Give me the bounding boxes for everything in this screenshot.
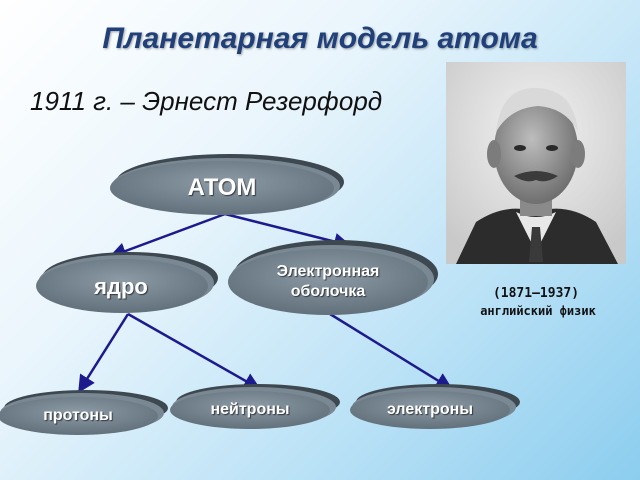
arrow-nucleus-to-protons (78, 313, 130, 393)
arrow-atom-to-nucleus (108, 212, 226, 260)
slide-subtitle: 1911 г. – Эрнест Резерфорд (30, 86, 383, 116)
arrow-shell-to-electrons (329, 312, 453, 390)
shell-node (228, 240, 438, 315)
nucleus-label: ядро (94, 274, 148, 299)
shell-label-line2: оболочка (290, 283, 366, 300)
shell-label-line1: Электронная (276, 263, 380, 280)
arrow-nucleus-to-neutrons (127, 312, 262, 390)
protons-node (0, 390, 168, 435)
neutrons-node (170, 384, 340, 429)
slide-title: Планетарная модель атома (102, 22, 538, 55)
electrons-node (350, 384, 520, 429)
neutrons-label: нейтроны (210, 401, 290, 418)
electrons-label: электроны (386, 401, 473, 418)
portrait-photo (446, 62, 626, 264)
protons-label: протоны (43, 407, 113, 424)
atom-node (110, 154, 344, 215)
nucleus-node (36, 252, 218, 313)
atom-label: АТОМ (187, 174, 257, 201)
arrow-atom-to-shell (224, 212, 352, 251)
role-text: английский физик (480, 304, 596, 318)
lifespan-text: (1871–1937) (492, 286, 580, 301)
